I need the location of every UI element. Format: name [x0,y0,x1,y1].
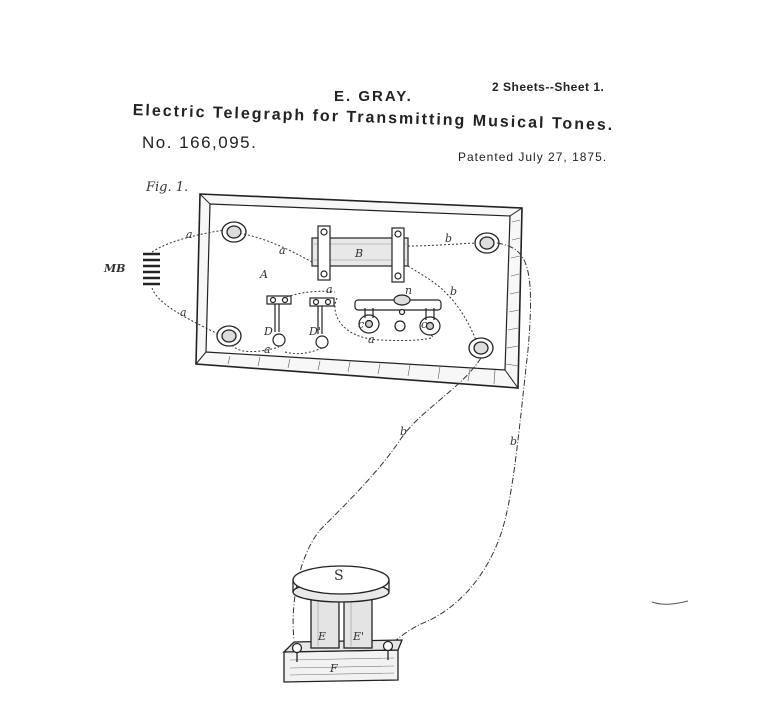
label-b3: b [400,425,408,438]
battery [143,252,160,286]
label-b4: b [510,435,518,448]
reed-mechanism [354,294,442,336]
label-f: F [330,662,338,675]
label-e: E [318,630,327,643]
electromagnet-coil [311,225,409,283]
label-b2: b [450,285,458,298]
base-board [195,193,523,389]
label-a4: a [326,283,333,296]
key-contacts [266,295,335,349]
receiver-instrument [282,565,403,683]
label-d-prime: D' [309,325,321,338]
label-b1: b [445,232,453,245]
label-a2: a [180,306,187,319]
stray-mark [651,600,689,605]
label-a6: a [368,333,375,346]
figure-label: Fig. 1. [146,180,189,195]
label-s: S [334,568,344,584]
patent-date: Patented July 27, 1875. [458,150,608,164]
sheet-number: 2 Sheets--Sheet 1. [492,80,605,94]
label-mb: MB [104,262,126,275]
label-a3: a [279,244,286,257]
label-c2: c [421,318,428,331]
binding-posts [216,221,500,359]
label-n: n [405,284,413,297]
label-a1: a [186,228,193,241]
inventor-name: E. GRAY. [334,88,413,105]
label-d: D [264,325,273,338]
label-a5: a [264,343,271,356]
label-b-coil: B [355,247,364,260]
patent-number: No. 166,095. [142,133,258,152]
label-c1: c [358,318,365,331]
label-a-board: A [260,268,268,281]
label-e-prime: E' [353,630,365,643]
